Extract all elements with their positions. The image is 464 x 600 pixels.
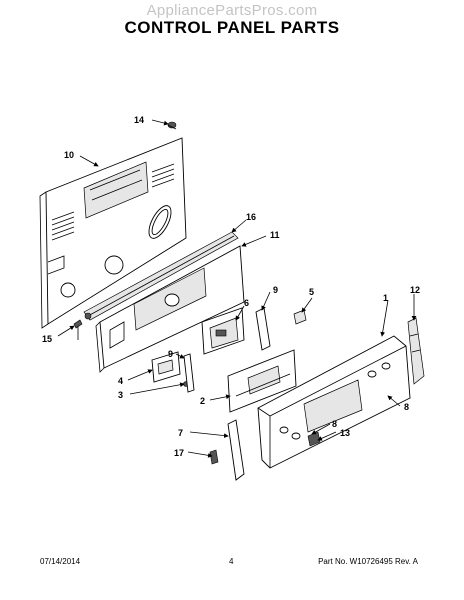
callout-10: 10 — [64, 150, 74, 160]
callout-15: 15 — [42, 334, 52, 344]
callout-9-upper: 9 — [273, 285, 278, 295]
part-small-module — [151, 351, 189, 387]
footer-part-info: Part No. W10726495 Rev. A — [318, 557, 418, 566]
page-title: CONTROL PANEL PARTS — [124, 18, 340, 37]
footer-page-number: 4 — [229, 557, 234, 566]
callout-4: 4 — [118, 376, 123, 386]
part-control-board — [201, 307, 245, 355]
callout-7: 7 — [178, 428, 183, 438]
part-rear-panel — [39, 137, 187, 329]
callout-5: 5 — [309, 287, 314, 297]
callout-13: 13 — [340, 428, 350, 438]
callout-2: 2 — [200, 396, 205, 406]
part-console-panel — [257, 335, 411, 469]
part-end-cap — [407, 317, 425, 385]
callout-16: 16 — [246, 212, 256, 222]
part-control-bracket — [95, 245, 245, 373]
callout-12: 12 — [410, 285, 420, 295]
part-clip — [293, 309, 307, 325]
part-left-end-cap — [209, 419, 245, 481]
part-side-bracket-lower — [183, 353, 195, 393]
callout-6: 6 — [244, 298, 249, 308]
callout-9-lower: 9 — [168, 349, 173, 359]
callout-1: 1 — [383, 293, 388, 303]
part-screw-side — [73, 319, 83, 340]
callout-14: 14 — [134, 115, 144, 125]
leader-lines — [57, 119, 417, 458]
callout-8-lower: 8 — [332, 419, 337, 429]
part-side-bracket-upper — [255, 307, 271, 351]
part-display-board — [227, 349, 297, 413]
part-trim-strip — [83, 231, 239, 321]
callout-17: 17 — [174, 448, 184, 458]
callout-11: 11 — [270, 230, 280, 240]
footer-date: 07/14/2014 — [40, 557, 81, 566]
callout-3: 3 — [118, 390, 123, 400]
watermark-text: AppliancePartsPros.com — [146, 2, 318, 19]
part-screw-top — [167, 121, 177, 130]
vent-slots-upper — [51, 163, 175, 241]
callout-8-right: 8 — [404, 402, 409, 412]
